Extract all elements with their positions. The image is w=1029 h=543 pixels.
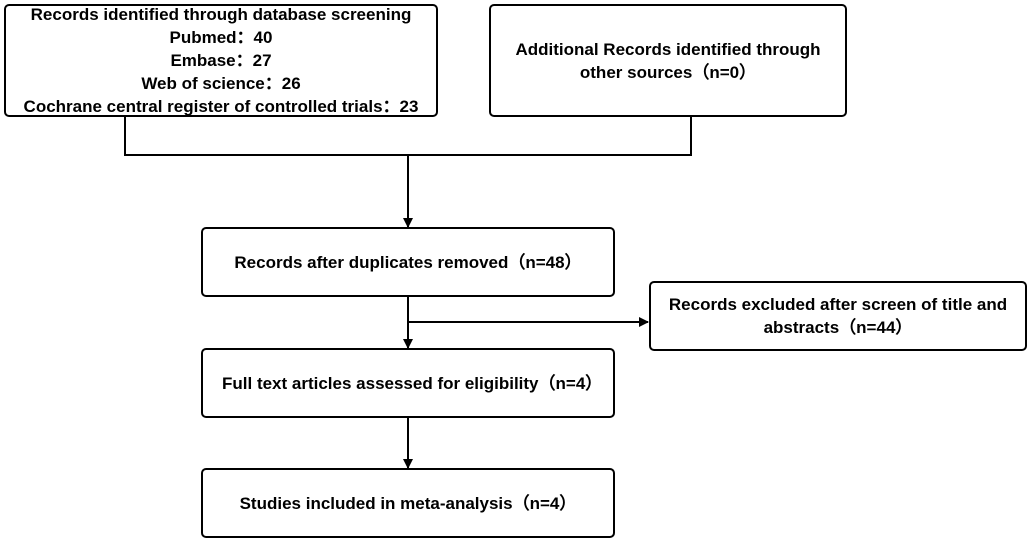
excluded-records-line-1: Records excluded after screen of title a… [668,295,1008,314]
other-sources-box: Additional Records identified through ot… [489,4,847,117]
other-sources-line-1: Additional Records identified through [515,39,821,59]
full-text-box: Full text articles assessed for eligibil… [201,348,615,418]
other-sources-line-2: other sources（n=0） [579,62,757,82]
database-records-box: Records identified through database scre… [4,4,438,117]
database-records-title: Records identified through database scre… [30,5,412,24]
database-count-web-of-science: Web of science：26 [141,74,301,93]
full-text-label: Full text articles assessed for eligibil… [222,373,603,393]
excluded-records-line-2: abstracts（n=44） [763,318,913,337]
excluded-records-box: Records excluded after screen of title a… [649,281,1027,351]
duplicates-removed-label: Records after duplicates removed（n=48） [234,252,582,272]
database-count-cochrane: Cochrane central register of controlled … [23,97,419,116]
duplicates-removed-box: Records after duplicates removed（n=48） [201,227,615,297]
database-count-embase: Embase：27 [170,51,272,70]
database-count-pubmed: Pubmed：40 [169,28,273,47]
included-studies-label: Studies included in meta-analysis（n=4） [239,493,577,513]
included-studies-box: Studies included in meta-analysis（n=4） [201,468,615,538]
